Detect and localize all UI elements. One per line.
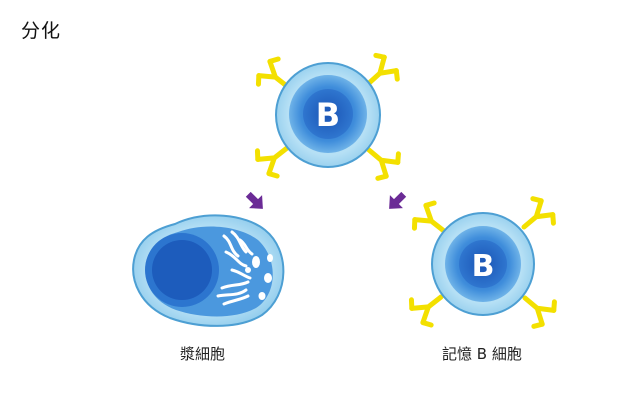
- nucleus: [303, 89, 353, 139]
- parent-b-cell: B: [254, 52, 403, 182]
- nucleus-core: [152, 240, 212, 300]
- diagonal-arrow-icon: [245, 191, 263, 209]
- diagonal-arrow-icon: [389, 191, 407, 209]
- plasma-cell-caption: 漿細胞: [180, 345, 226, 363]
- memory-b-cell: B: [408, 195, 559, 329]
- nucleus: [459, 240, 507, 288]
- cell-label: B: [472, 249, 495, 284]
- cell-label: B: [316, 96, 340, 134]
- diagram-title: 分化: [21, 20, 62, 42]
- memory-b-cell-caption: 記憶 B 細胞: [442, 345, 522, 363]
- vesicles: [245, 254, 273, 300]
- plasma-cell: [132, 214, 285, 327]
- endoplasmic-reticulum: [216, 230, 254, 306]
